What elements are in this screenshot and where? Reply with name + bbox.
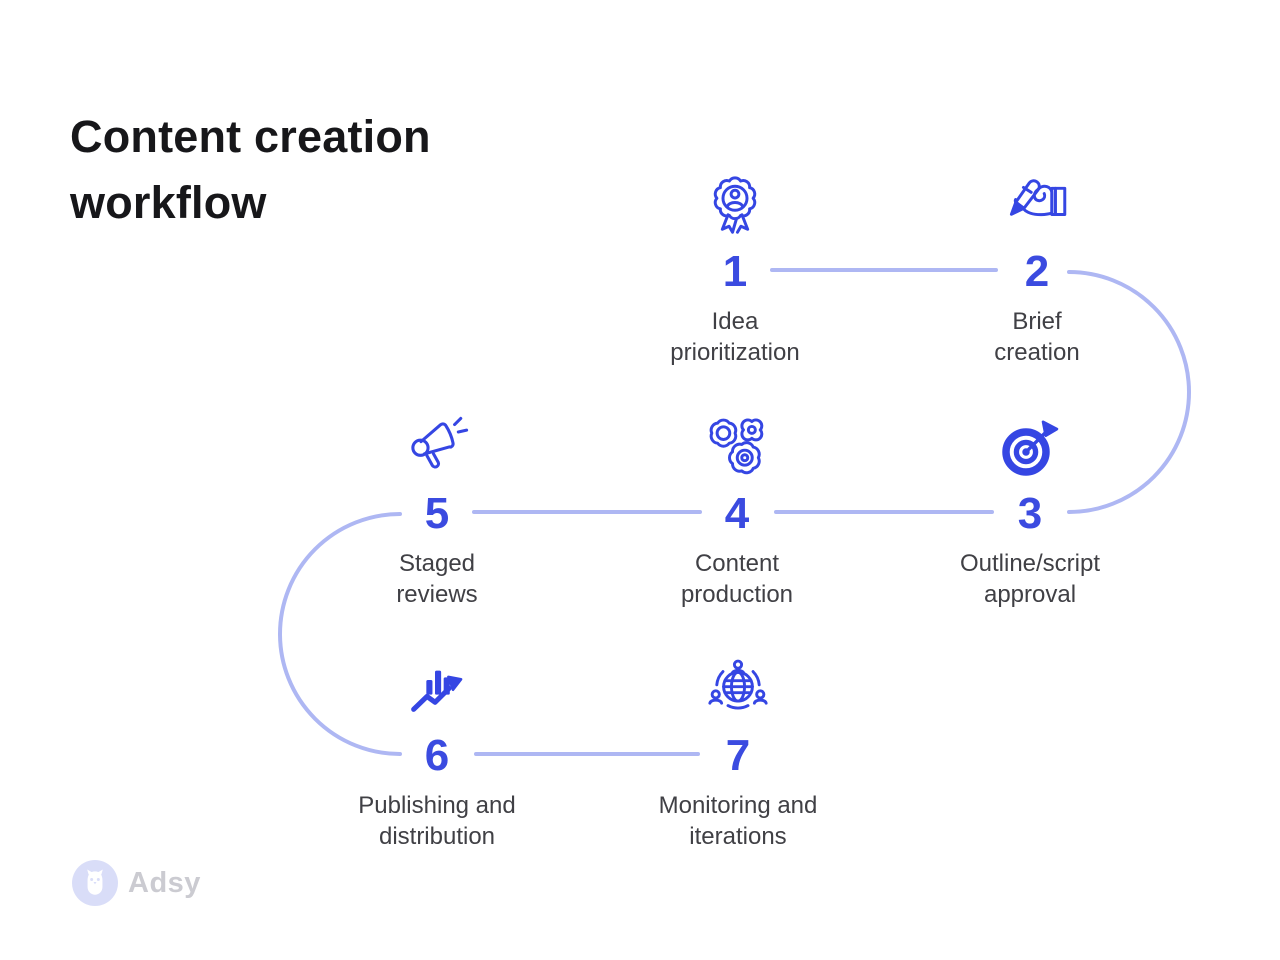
workflow-step-7: 7 Monitoring and iterations bbox=[623, 654, 853, 852]
workflow-step-6: 6 Publishing and distribution bbox=[322, 654, 552, 852]
workflow-step-1: 1 Idea prioritization bbox=[620, 170, 850, 368]
step-number: 7 bbox=[725, 731, 751, 780]
step-label: Outline/script approval bbox=[959, 550, 1101, 608]
chart-growth-icon bbox=[411, 670, 463, 712]
logo-text: Adsy bbox=[128, 866, 201, 899]
page-title: Content creation workflow bbox=[70, 111, 431, 228]
logo-circle bbox=[72, 860, 118, 906]
step-number: 5 bbox=[424, 489, 450, 538]
megaphone-icon bbox=[411, 416, 469, 469]
award-badge-icon bbox=[713, 176, 757, 234]
workflow-step-3: 3 Outline/script approval bbox=[915, 412, 1145, 610]
step-number: 6 bbox=[424, 731, 450, 780]
workflow-step-2: 2 Brief creation bbox=[922, 170, 1152, 368]
step-label: Idea prioritization bbox=[670, 308, 800, 366]
workflow-step-4: 4 Content production bbox=[622, 412, 852, 610]
target-arrow-icon bbox=[1002, 420, 1059, 476]
step-label: Staged reviews bbox=[396, 550, 478, 608]
step-number: 1 bbox=[722, 247, 748, 296]
step-label: Content production bbox=[680, 550, 794, 608]
step-number: 4 bbox=[724, 489, 750, 538]
writing-hand-icon bbox=[1009, 179, 1067, 217]
adsy-logo: Adsy bbox=[72, 860, 201, 906]
globe-people-icon bbox=[708, 659, 768, 710]
step-number: 3 bbox=[1017, 489, 1043, 538]
workflow-step-5: 5 Staged reviews bbox=[322, 412, 552, 610]
owl-icon bbox=[87, 869, 103, 895]
step-number: 2 bbox=[1024, 247, 1050, 296]
step-label: Publishing and distribution bbox=[358, 792, 516, 850]
gears-icon bbox=[709, 418, 764, 475]
step-label: Brief creation bbox=[994, 308, 1080, 366]
step-label: Monitoring and iterations bbox=[658, 792, 818, 850]
